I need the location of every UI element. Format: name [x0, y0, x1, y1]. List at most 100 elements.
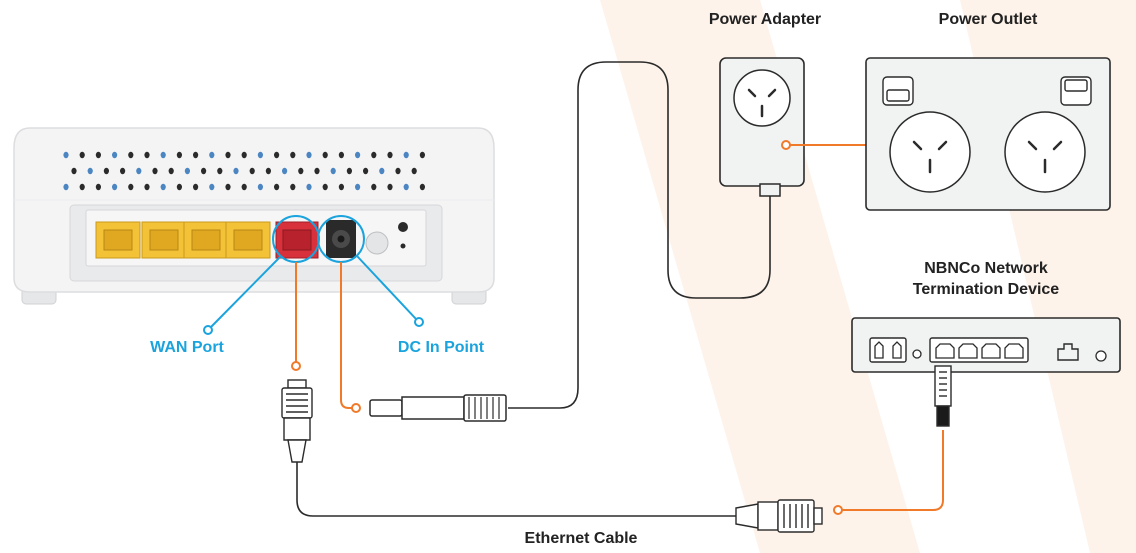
lan-port-4 [225, 221, 271, 259]
vent-hole [209, 183, 215, 191]
vent-hole [306, 151, 312, 159]
vent-hole [79, 183, 85, 191]
vent-hole [225, 183, 231, 191]
vent-hole [193, 151, 199, 159]
vent-hole [79, 151, 85, 159]
ethernet-cable-label: Ethernet Cable [524, 530, 638, 547]
wan-leader [291, 262, 301, 371]
vent-hole [363, 167, 369, 175]
vent-hole [225, 151, 231, 159]
lan-port-3 [183, 221, 229, 259]
ntd-port [981, 343, 1001, 359]
power-adapter [719, 57, 805, 197]
vent-hole [338, 183, 344, 191]
cable-ethernet-plug [735, 499, 823, 533]
vent-hole [128, 183, 134, 191]
outlet-socket-2 [1004, 111, 1086, 193]
vent-hole [217, 167, 223, 175]
ntd-port [1004, 343, 1024, 359]
lan-port-2 [141, 221, 187, 259]
vent-hole [371, 183, 377, 191]
vent-hole [112, 183, 118, 191]
outlet-socket-1 [889, 111, 971, 193]
router-led [400, 243, 406, 249]
ntd-ethernet-plug [934, 365, 952, 427]
vent-hole [371, 151, 377, 159]
vent-hole [290, 183, 296, 191]
ntd-leader [833, 430, 944, 515]
vent-hole [314, 167, 320, 175]
vent-hole [249, 167, 255, 175]
vent-hole [306, 183, 312, 191]
dc-callout [317, 215, 424, 327]
vent-hole [395, 167, 401, 175]
wan-port [275, 221, 319, 259]
router [13, 127, 495, 305]
vent-hole [120, 167, 126, 175]
power-adapter-label: Power Adapter [708, 11, 822, 28]
ntd-port [935, 343, 955, 359]
vent-hole [387, 151, 393, 159]
ntd-label-line1: NBNCo Network [924, 260, 1048, 277]
vent-hole [112, 151, 118, 159]
router-ethernet-plug [281, 379, 313, 463]
vent-hole [63, 183, 69, 191]
dc-leader [340, 262, 361, 413]
vent-hole [265, 167, 271, 175]
vent-hole [338, 151, 344, 159]
vent-hole [63, 151, 69, 159]
vent-hole [176, 151, 182, 159]
power-outlet-label: Power Outlet [938, 11, 1038, 28]
vent-hole [95, 183, 101, 191]
vent-hole [136, 167, 142, 175]
vent-hole [184, 167, 190, 175]
vent-hole [95, 151, 101, 159]
vent-hole [419, 151, 425, 159]
vent-hole [160, 151, 166, 159]
vent-hole [257, 151, 263, 159]
vent-hole [193, 183, 199, 191]
vent-hole [274, 151, 280, 159]
dc-in-label: DC In Point [397, 339, 485, 356]
vent-hole [241, 151, 247, 159]
vent-hole [233, 167, 239, 175]
ntd-port [958, 343, 978, 359]
vent-hole [419, 183, 425, 191]
vent-hole [209, 151, 215, 159]
vent-hole [168, 167, 174, 175]
router-power-button [365, 231, 389, 255]
vent-hole [160, 183, 166, 191]
vent-hole [379, 167, 385, 175]
ntd-device [851, 317, 1121, 373]
vent-hole [103, 167, 109, 175]
ethernet-cable-wire [296, 462, 736, 517]
vent-hole [71, 167, 77, 175]
vent-hole [152, 167, 158, 175]
vent-hole [144, 183, 150, 191]
vent-hole [201, 167, 207, 175]
vent-hole [355, 151, 361, 159]
vent-hole [176, 183, 182, 191]
vent-hole [387, 183, 393, 191]
vent-hole [87, 167, 93, 175]
router-reset-button [398, 222, 408, 232]
vent-hole [274, 183, 280, 191]
vent-hole [330, 167, 336, 175]
vent-hole [322, 183, 328, 191]
vent-hole [403, 183, 409, 191]
vent-hole [411, 167, 417, 175]
lan-port-1 [95, 221, 141, 259]
vent-hole [241, 183, 247, 191]
vent-hole [128, 151, 134, 159]
vent-hole [282, 167, 288, 175]
vent-hole [144, 151, 150, 159]
vent-hole [298, 167, 304, 175]
router-vents [63, 151, 425, 191]
vent-hole [346, 167, 352, 175]
power-cable [508, 61, 771, 409]
vent-hole [322, 151, 328, 159]
vent-hole [257, 183, 263, 191]
wan-port-label: WAN Port [150, 339, 224, 356]
power-outlet [865, 57, 1111, 211]
